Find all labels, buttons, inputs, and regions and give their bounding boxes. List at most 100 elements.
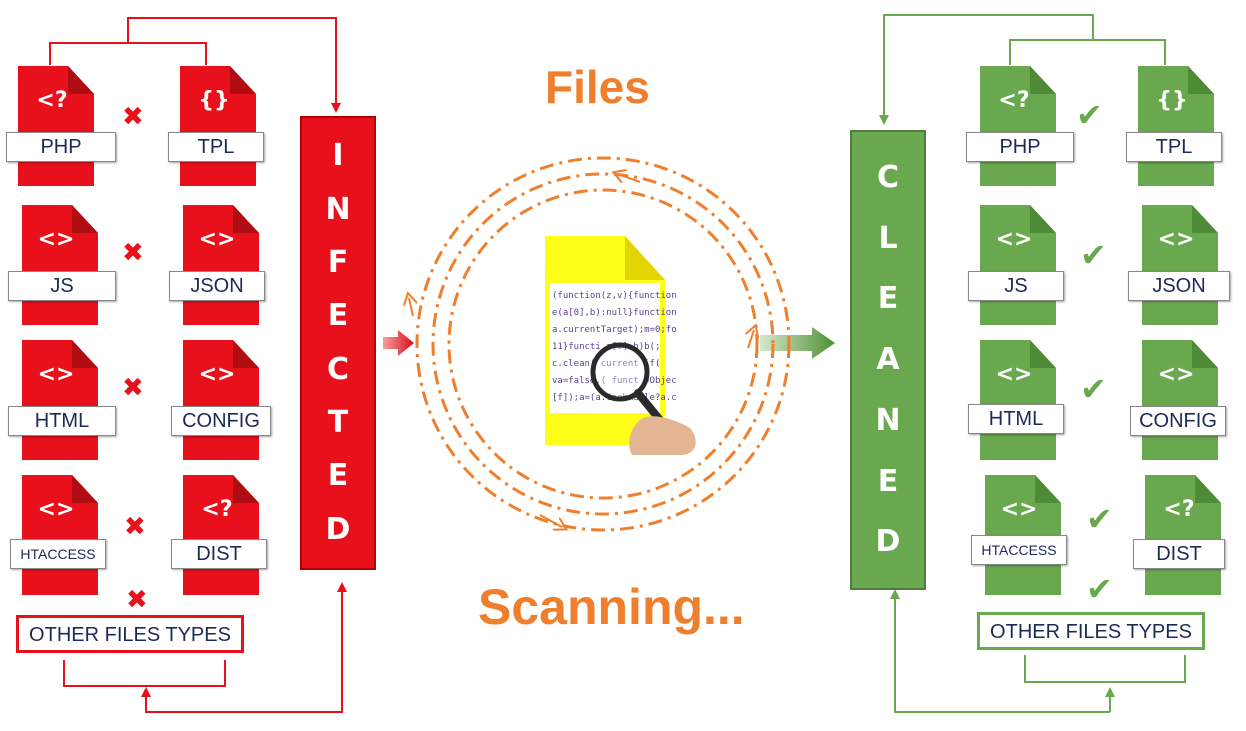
cleaned-bar-letter: E: [877, 463, 899, 499]
title-scanning: Scanning...: [478, 579, 745, 635]
infected-bar-letter: E: [327, 298, 349, 334]
cleaned-file-htaccess: <> HTACCESS: [971, 475, 1067, 595]
x-mark-icon: ✖: [126, 585, 148, 615]
cleaned-file-php: <? PHP: [966, 66, 1074, 186]
x-mark-icon: ✖: [122, 373, 144, 403]
infected-bar-letter: T: [327, 404, 349, 440]
file-type-glyph: <>: [1000, 497, 1038, 522]
file-type-label: TPL: [1126, 132, 1222, 162]
document-icon: [1138, 66, 1214, 186]
flow-arrow-infected-to-scan: [383, 330, 414, 356]
infected-file-json: <> JSON: [169, 205, 265, 325]
infected-connectors: [49, 17, 347, 713]
infected-bar-letter: F: [327, 244, 349, 280]
infected-file-htaccess: <> HTACCESS: [10, 475, 106, 595]
scanned-code-document: (function(z,v){function e(a[0],b):null}fu…: [545, 236, 696, 455]
file-type-label: DIST: [1133, 539, 1225, 569]
file-type-glyph: <>: [198, 227, 236, 252]
code-line: va=false,( funct =Objec: [552, 376, 677, 386]
infected-file-php: <? PHP: [6, 66, 116, 186]
file-type-label: CONFIG: [1130, 406, 1226, 436]
check-mark-icon: ✔: [1076, 96, 1103, 134]
document-icon: [980, 205, 1056, 325]
cleaned-connectors: [879, 14, 1186, 713]
document-icon: [183, 340, 259, 460]
document-icon: [22, 340, 98, 460]
cleaned-file-html: <> HTML: [968, 340, 1064, 460]
check-mark-icon: ✔: [1080, 236, 1107, 274]
cleaned-bar-letter: D: [875, 524, 901, 560]
file-type-label: HTACCESS: [971, 535, 1067, 565]
cleaned-other-files-box: OTHER FILES TYPES: [977, 612, 1205, 650]
cleaned-file-tpl: {} TPL: [1126, 66, 1222, 186]
document-icon: [1142, 340, 1218, 460]
code-line: c.clean( current if(: [552, 359, 660, 369]
flow-arrow-scan-to-cleaned: [760, 327, 835, 359]
file-type-label: JS: [968, 271, 1064, 301]
file-type-label: JSON: [169, 271, 265, 301]
cleaned-file-dist: <? DIST: [1133, 475, 1225, 595]
document-icon: [183, 205, 259, 325]
code-line: (function(z,v){function: [552, 291, 677, 301]
document-icon: [980, 340, 1056, 460]
check-mark-icon: ✔: [1086, 570, 1113, 608]
infected-bar-letter: C: [326, 351, 350, 387]
infected-file-html: <> HTML: [8, 340, 116, 460]
file-type-glyph: {}: [1156, 88, 1188, 113]
document-icon: [1145, 475, 1221, 595]
file-type-label: PHP: [6, 132, 116, 162]
infected-file-config: <>CONFIG: [171, 340, 271, 460]
file-type-label: DIST: [171, 539, 267, 569]
check-mark-icon: ✔: [1080, 370, 1107, 408]
file-type-glyph: <>: [995, 362, 1033, 387]
magnifying-glass-icon: [590, 342, 696, 455]
cleaned-bar-letter: E: [877, 281, 899, 317]
file-type-glyph: <?: [201, 497, 233, 522]
scanning-circles: [415, 156, 791, 532]
check-mark-icon: ✔: [1086, 500, 1113, 538]
file-type-glyph: <>: [37, 497, 75, 522]
cleaned-file-config: <> CONFIG: [1130, 340, 1226, 460]
file-type-glyph: <>: [198, 362, 236, 387]
file-type-glyph: <>: [1157, 227, 1195, 252]
title-files: Files: [545, 61, 650, 113]
infected-bar-letter: N: [325, 191, 351, 227]
file-type-label: PHP: [966, 132, 1074, 162]
file-type-glyph: <?: [1163, 497, 1195, 522]
document-icon: [22, 475, 98, 595]
file-type-glyph: <>: [1157, 362, 1195, 387]
document-icon: [22, 205, 98, 325]
document-icon: [183, 475, 259, 595]
infected-file-tpl: {}TPL: [168, 66, 264, 186]
x-mark-icon: ✖: [124, 512, 146, 542]
file-type-glyph: <>: [37, 362, 75, 387]
cleaned-bar-letter: N: [875, 402, 901, 438]
cleaned-bar-letter: C: [876, 159, 900, 195]
x-mark-icon: ✖: [122, 238, 144, 268]
cleaned-bar-letter: A: [876, 342, 900, 377]
cleaned-bar-letter: L: [878, 220, 898, 256]
file-type-glyph: <?: [998, 88, 1030, 113]
scanning-rotation-arrows: [409, 174, 754, 527]
document-icon: [980, 66, 1056, 186]
file-type-label: JS: [8, 271, 116, 301]
infected-bar-letter: D: [325, 511, 351, 547]
code-line: a.currentTarget);m=0;fo: [552, 325, 677, 335]
document-icon: [18, 66, 94, 186]
cleaned-file-json: <> JSON: [1128, 205, 1230, 325]
file-type-label: HTML: [8, 406, 116, 436]
file-type-label: HTML: [968, 404, 1064, 434]
file-type-label: JSON: [1128, 271, 1230, 301]
file-type-label: HTACCESS: [10, 539, 106, 569]
file-type-glyph: <?: [36, 88, 68, 113]
file-type-glyph: {}: [198, 88, 230, 113]
file-type-glyph: <>: [995, 227, 1033, 252]
infected-file-js: <> JS: [8, 205, 116, 325]
file-type-glyph: <>: [37, 227, 75, 252]
document-icon: [1142, 205, 1218, 325]
code-line: e(a[0],b):null}function: [552, 308, 677, 318]
infected-bar-letter: I: [332, 138, 344, 174]
x-mark-icon: ✖: [122, 102, 144, 132]
